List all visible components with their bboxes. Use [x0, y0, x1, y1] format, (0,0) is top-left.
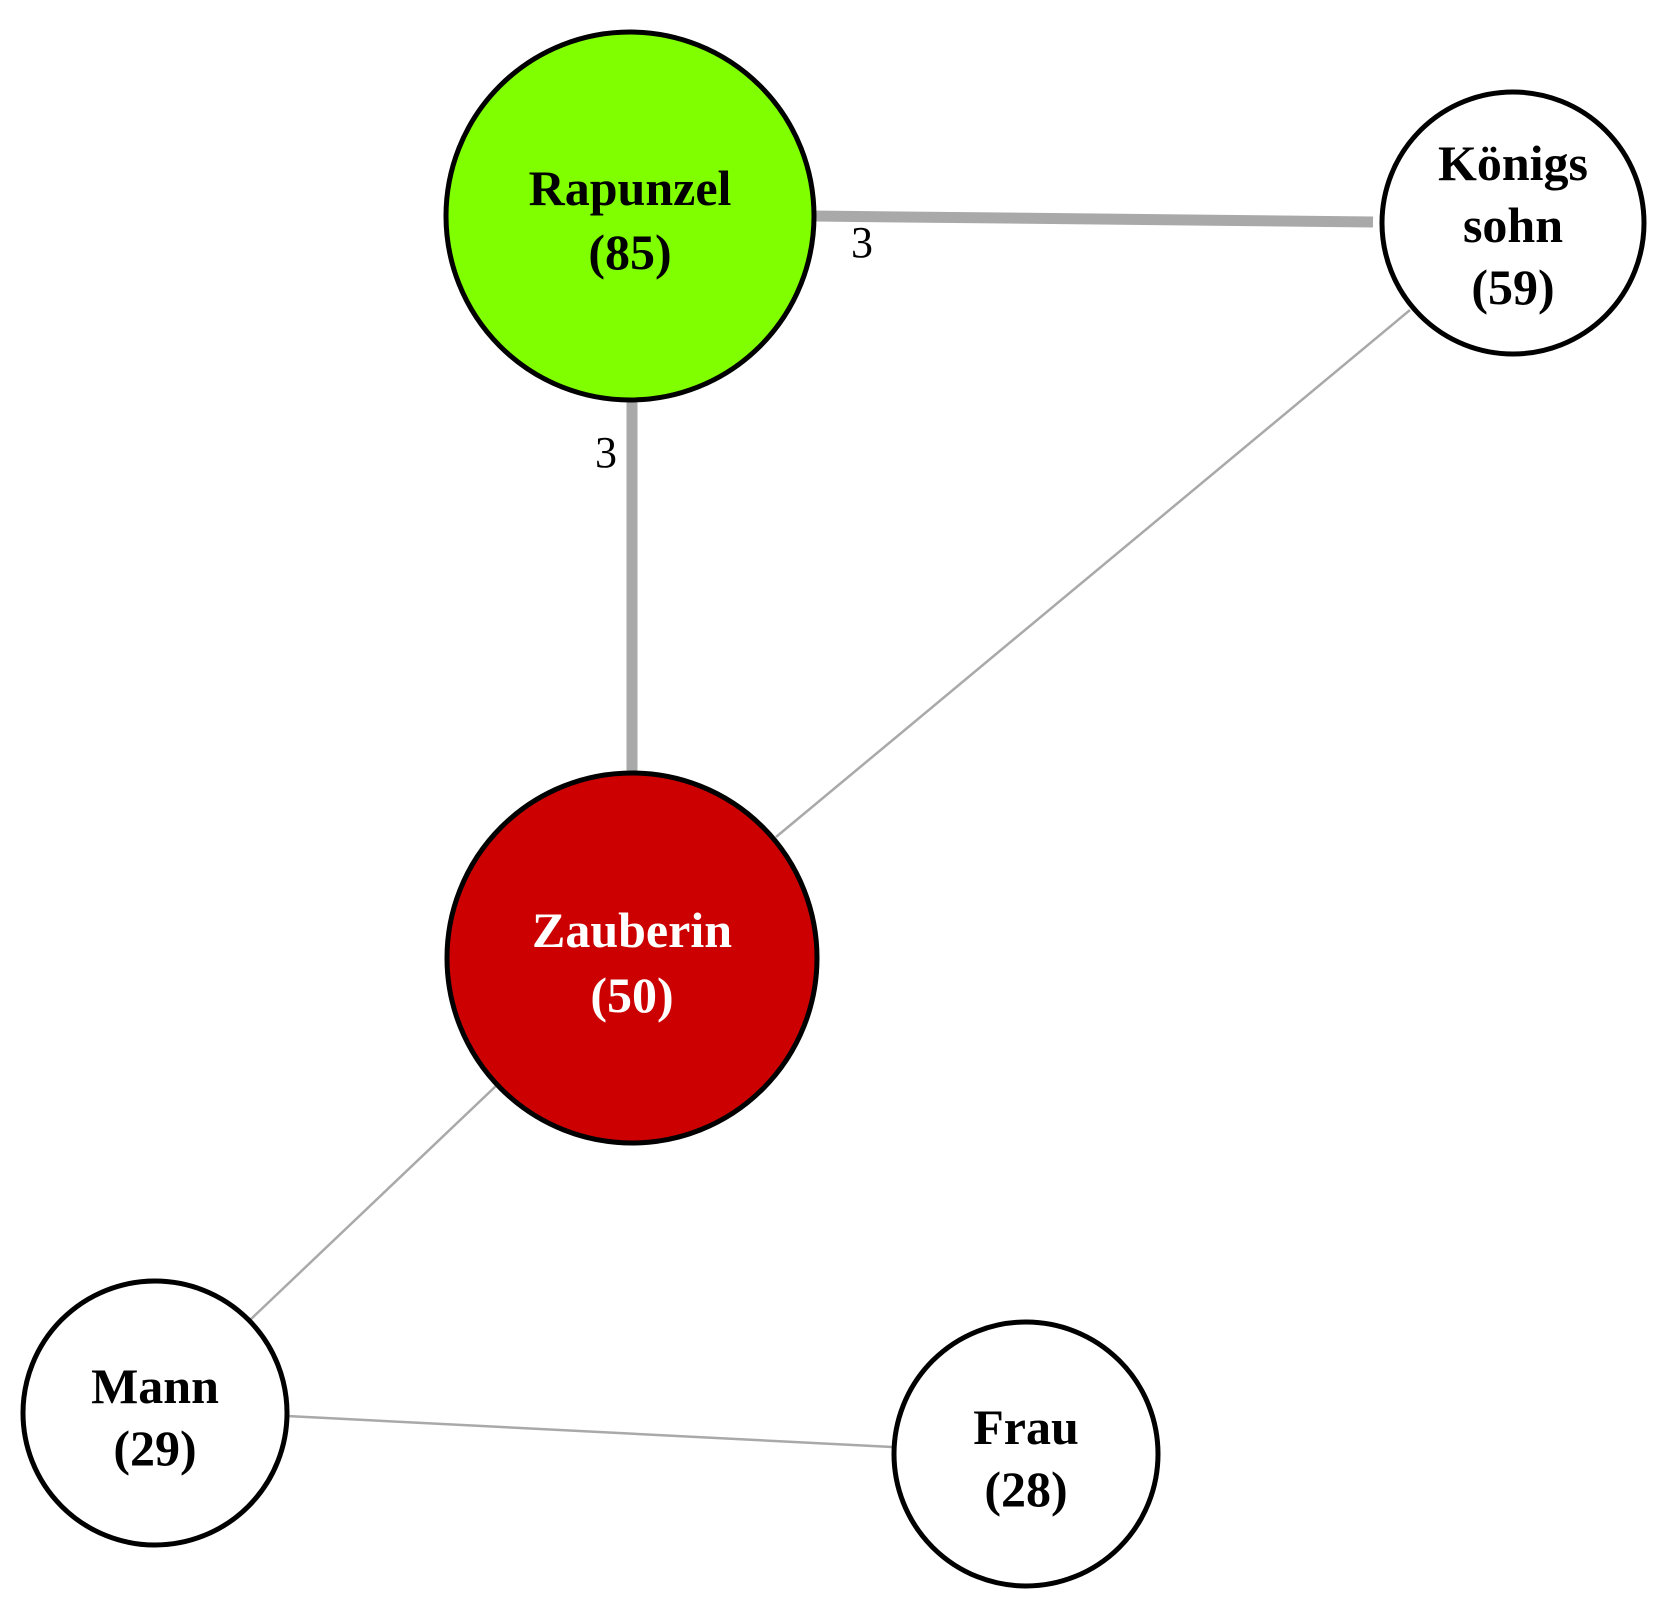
edge-label-rapunzel-zauberin: 3: [595, 428, 617, 477]
node-frau-count: (28): [984, 1461, 1067, 1517]
node-koenigssohn-name-line2: sohn: [1463, 197, 1563, 253]
edge-rapunzel-koenigssohn: [812, 210, 1374, 228]
node-mann-name: Mann: [91, 1358, 219, 1414]
edge-label-rapunzel-koenigssohn: 3: [851, 218, 873, 267]
node-zauberin-count: (50): [590, 967, 673, 1023]
node-rapunzel-name: Rapunzel: [529, 160, 732, 216]
edge-koenigssohn-zauberin: [775, 309, 1411, 838]
node-rapunzel: Rapunzel (85): [443, 29, 817, 403]
node-mann-circle: [20, 1278, 290, 1548]
node-frau: Frau (28): [891, 1319, 1161, 1589]
node-koenigssohn-count: (59): [1471, 259, 1554, 315]
node-mann: Mann (29): [20, 1278, 290, 1548]
node-rapunzel-count: (85): [588, 224, 671, 280]
node-zauberin-circle: [444, 770, 820, 1146]
edge-mann-frau: [286, 1414, 893, 1449]
edge-zauberin-mann: [249, 1084, 498, 1321]
node-frau-circle: [891, 1319, 1161, 1589]
node-frau-name: Frau: [973, 1399, 1079, 1455]
node-rapunzel-circle: [443, 29, 817, 403]
node-koenigssohn-name-line1: Königs: [1438, 135, 1588, 191]
node-zauberin-name: Zauberin: [532, 902, 732, 958]
node-koenigssohn-circle: [1379, 89, 1647, 357]
node-mann-count: (29): [113, 1420, 196, 1476]
node-koenigssohn: Königs sohn (59): [1379, 89, 1647, 357]
node-zauberin: Zauberin (50): [444, 770, 820, 1146]
